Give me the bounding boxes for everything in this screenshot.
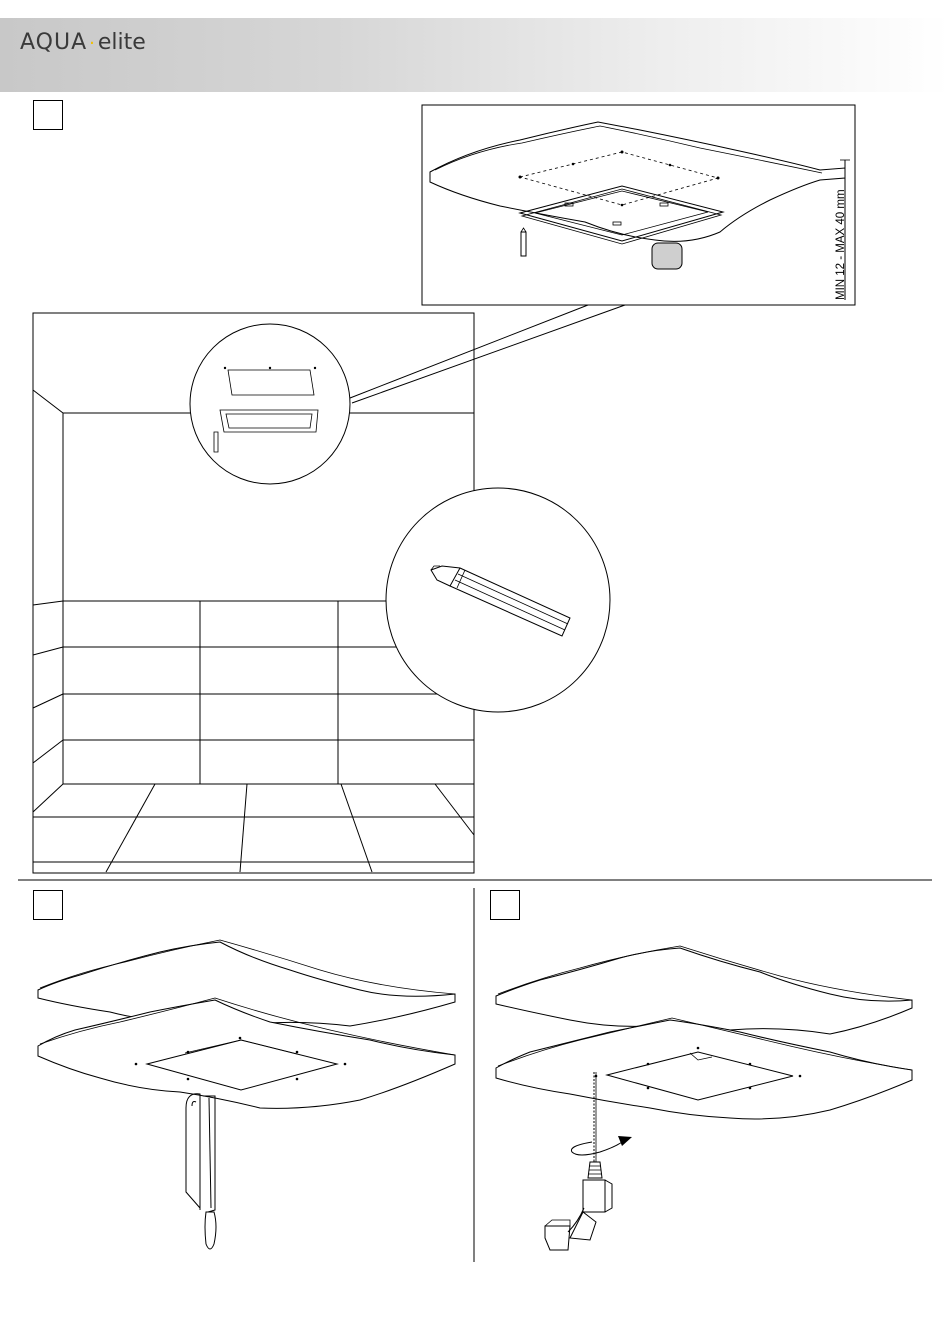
step-1-detail-panel — [422, 105, 855, 305]
measurement-text: MIN 12 - MAX 40 mm — [835, 189, 847, 300]
hacksaw-icon — [186, 1094, 216, 1249]
drill-icon — [545, 1162, 612, 1250]
step-2-illustration — [38, 940, 455, 1249]
rotation-arrow-icon — [571, 1136, 632, 1155]
step-3-illustration — [496, 946, 912, 1250]
step-1-room-view — [33, 313, 610, 873]
